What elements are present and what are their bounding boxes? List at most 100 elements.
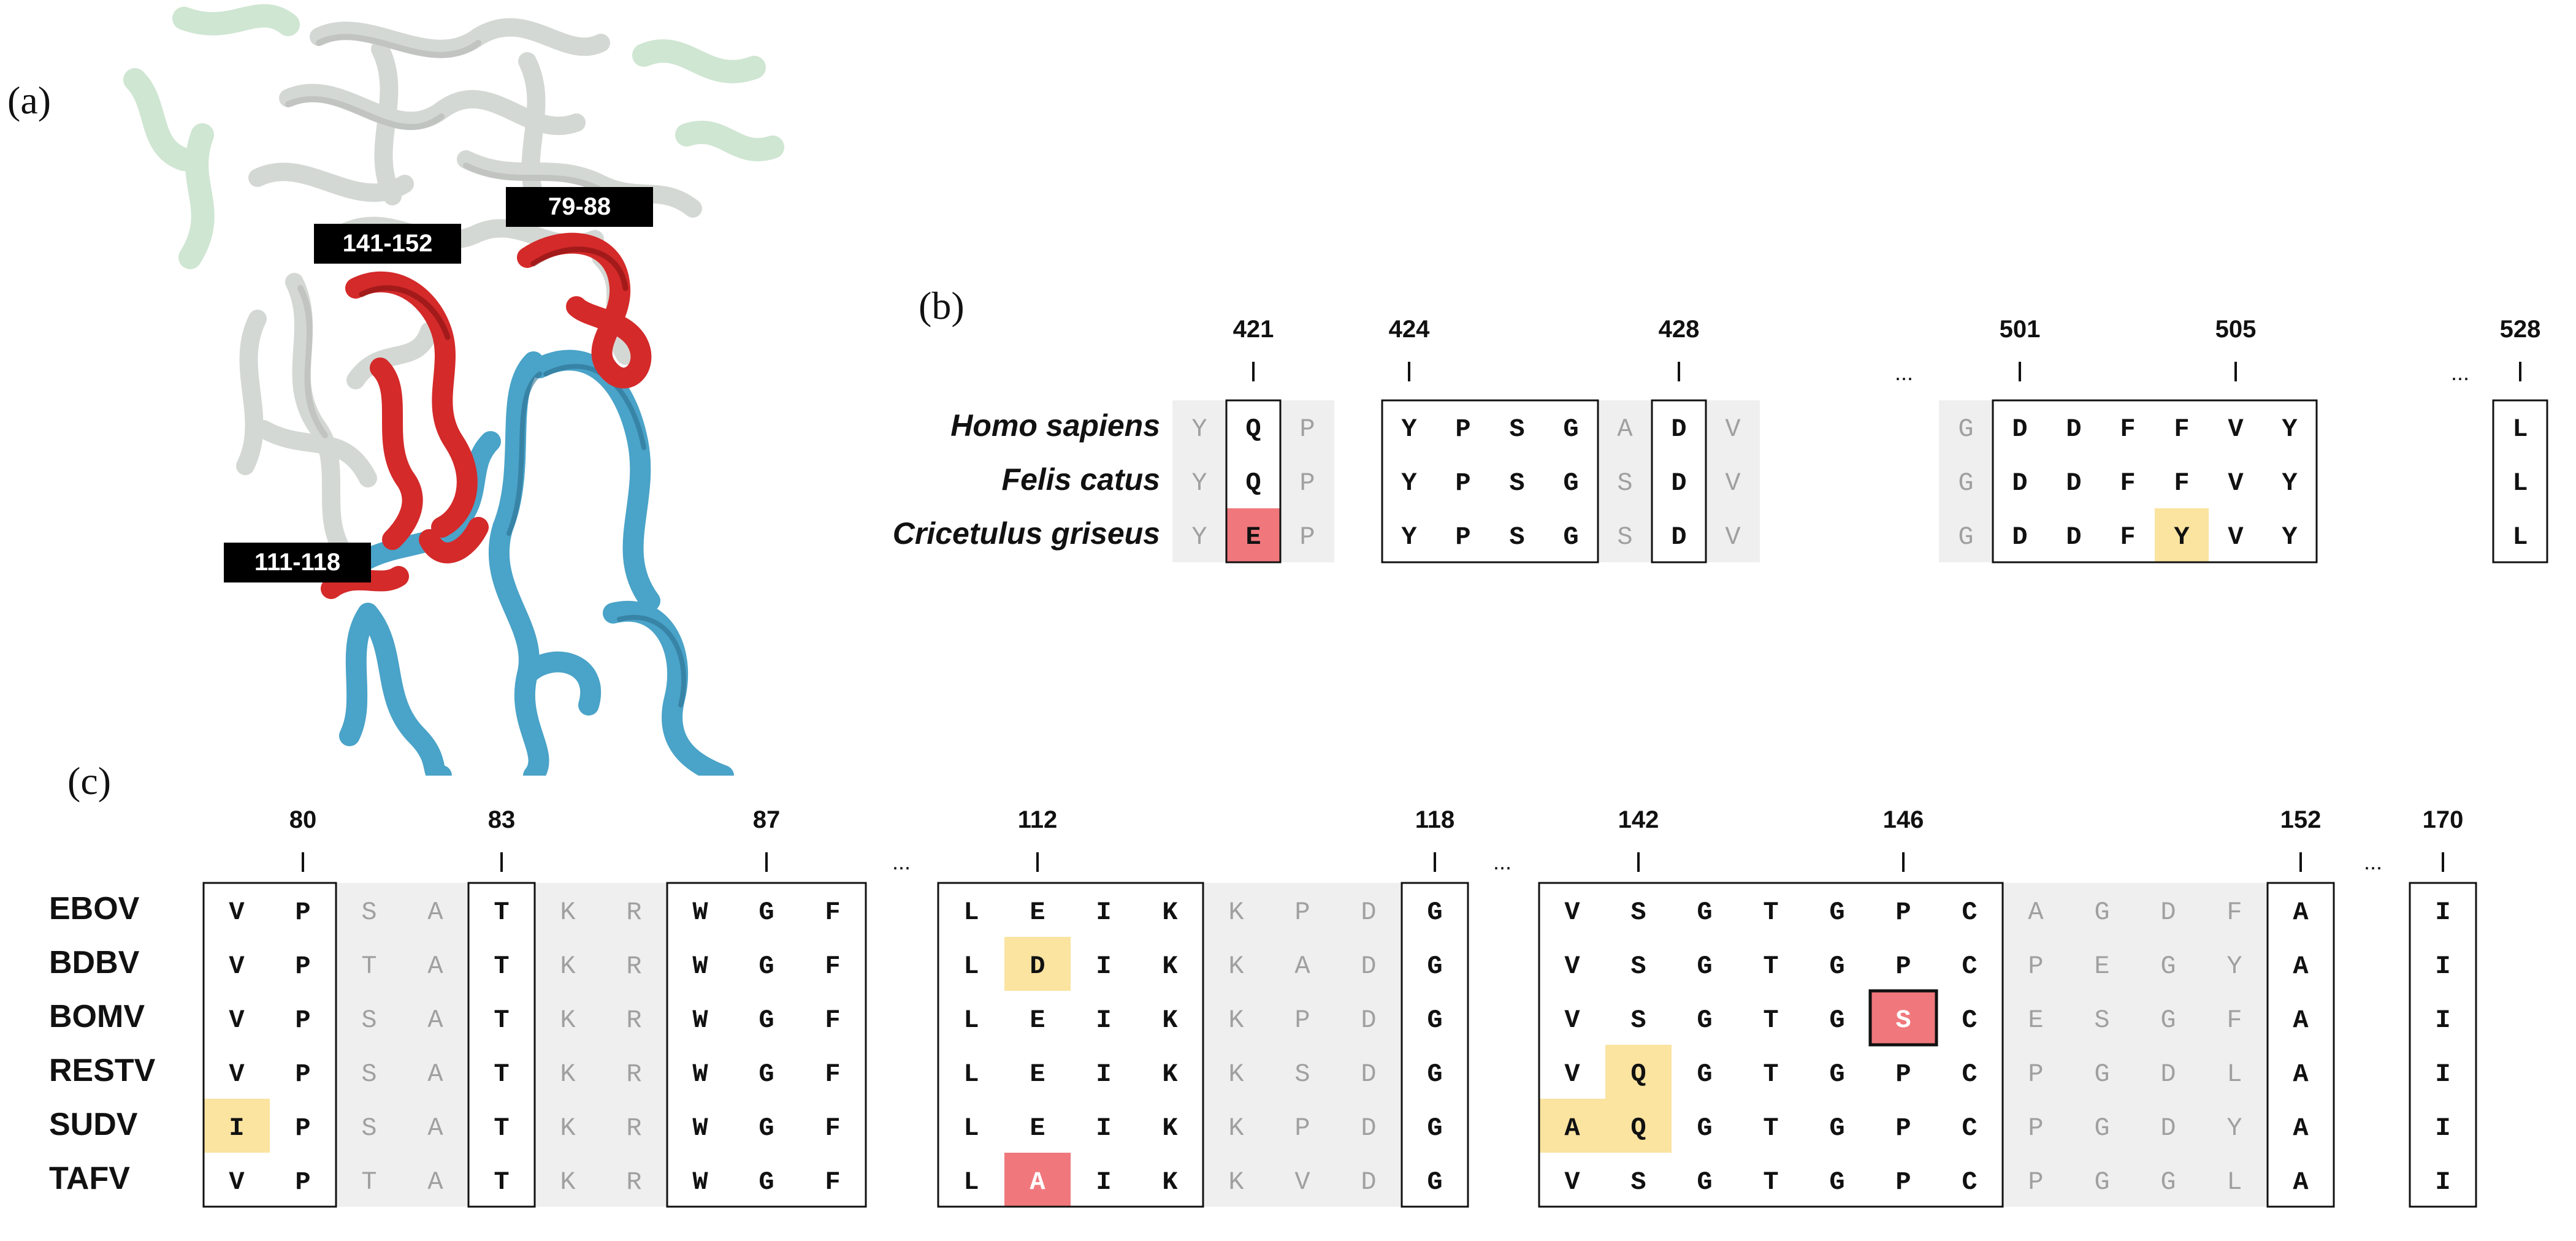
residue: E (1030, 1113, 1045, 1143)
residue: T (494, 1113, 509, 1143)
residue: F (2120, 414, 2135, 444)
residue-highlight (1605, 1045, 1672, 1099)
residue: L (2512, 468, 2528, 498)
residue: G (1829, 898, 1844, 927)
residue: C (1962, 1006, 1977, 1035)
residue: P (295, 952, 310, 981)
residue: T (361, 1167, 376, 1197)
residue: P (2028, 952, 2043, 981)
residue: V (229, 1167, 245, 1197)
residue: A (427, 1006, 443, 1035)
residue: G (1829, 952, 1844, 981)
residue: Y (2226, 1113, 2242, 1143)
residue-highlight (1605, 1099, 1672, 1153)
residue: G (1427, 1060, 1442, 1089)
residue: V (1564, 952, 1580, 981)
residue: G (1427, 952, 1442, 981)
residue: K (1228, 952, 1244, 981)
residue: S (1630, 952, 1646, 981)
residue: G (759, 1113, 774, 1143)
residue: T (1763, 1006, 1778, 1035)
residue: L (963, 898, 979, 927)
residue: E (1030, 898, 1045, 927)
residue: G (1697, 898, 1712, 927)
residue: G (1427, 898, 1442, 927)
conserved-block-box (1992, 399, 2318, 563)
residue: W (692, 1113, 708, 1143)
residue: R (626, 898, 641, 927)
residue: A (427, 1060, 443, 1089)
residue: A (2293, 1113, 2309, 1143)
residue: K (1162, 1060, 1178, 1089)
residue: P (1294, 1006, 1310, 1035)
residue-highlight (2155, 508, 2209, 562)
residue: G (2094, 1167, 2109, 1197)
residue: D (2160, 898, 2176, 927)
residue: W (692, 1060, 708, 1089)
residue: K (560, 1060, 576, 1089)
residue: G (2160, 1167, 2176, 1197)
residue: T (1763, 1167, 1778, 1197)
residue: W (692, 1167, 708, 1197)
residue: G (2094, 898, 2109, 927)
residue-highlight (1004, 1153, 1071, 1207)
region-label-111-118-text: 111-118 (254, 549, 340, 576)
residue: Y (2174, 522, 2190, 552)
residue: L (963, 1167, 979, 1197)
residue: Y (2282, 468, 2298, 498)
residue: S (2094, 1006, 2109, 1035)
conserved-block-box (1401, 882, 1469, 1208)
residue: V (1725, 468, 1740, 498)
residue: P (1455, 468, 1470, 498)
residue: S (1294, 1060, 1310, 1089)
residue: S (1509, 414, 1524, 444)
residue: A (1294, 952, 1310, 981)
position-number: 528 (2500, 316, 2541, 343)
red-highlight-ribbon (321, 232, 652, 599)
gray-column-bg (1280, 400, 1334, 562)
position-number: 170 (2423, 806, 2464, 833)
gray-column-bg (2135, 883, 2201, 1207)
residue: D (1030, 952, 1045, 981)
residue: G (1829, 1167, 1844, 1197)
ellipsis: ... (1895, 360, 1913, 385)
residue: G (1427, 1006, 1442, 1035)
panel-b-label: (b) (919, 284, 965, 327)
residue: P (295, 898, 310, 927)
virus-name: EBOV (49, 891, 140, 926)
residue: E (2028, 1006, 2043, 1035)
residue: V (229, 952, 245, 981)
residue: I (2435, 1167, 2450, 1197)
residue: D (1361, 1006, 1376, 1035)
position-number: 112 (1018, 806, 1058, 833)
residue: R (626, 1113, 641, 1143)
position-number: 87 (753, 806, 781, 833)
residue: I (1096, 1060, 1111, 1089)
residue: T (494, 1167, 509, 1197)
gray-column-bg (1336, 883, 1402, 1207)
residue: D (2160, 1113, 2176, 1143)
residue: S (1509, 522, 1524, 552)
residue: Y (2282, 414, 2298, 444)
residue: G (1958, 468, 1973, 498)
residue: P (1294, 898, 1310, 927)
residue: D (2012, 414, 2027, 444)
residue: Y (1191, 468, 1207, 498)
residue: E (2094, 952, 2109, 981)
residue: L (963, 1113, 979, 1143)
position-number: 428 (1659, 316, 1700, 343)
residue: V (1564, 1167, 1580, 1197)
residue: A (1564, 1113, 1580, 1143)
virus-name: SUDV (49, 1107, 138, 1142)
residue: G (759, 952, 774, 981)
conserved-block-box (202, 882, 337, 1208)
residue: L (2226, 1167, 2242, 1197)
region-label-141-152: 141-152 (314, 224, 461, 264)
conserved-block-box (1225, 399, 1282, 563)
residue: T (1763, 952, 1778, 981)
residue: V (229, 1006, 245, 1035)
residue: F (2120, 522, 2135, 552)
residue: P (1895, 1167, 1911, 1197)
